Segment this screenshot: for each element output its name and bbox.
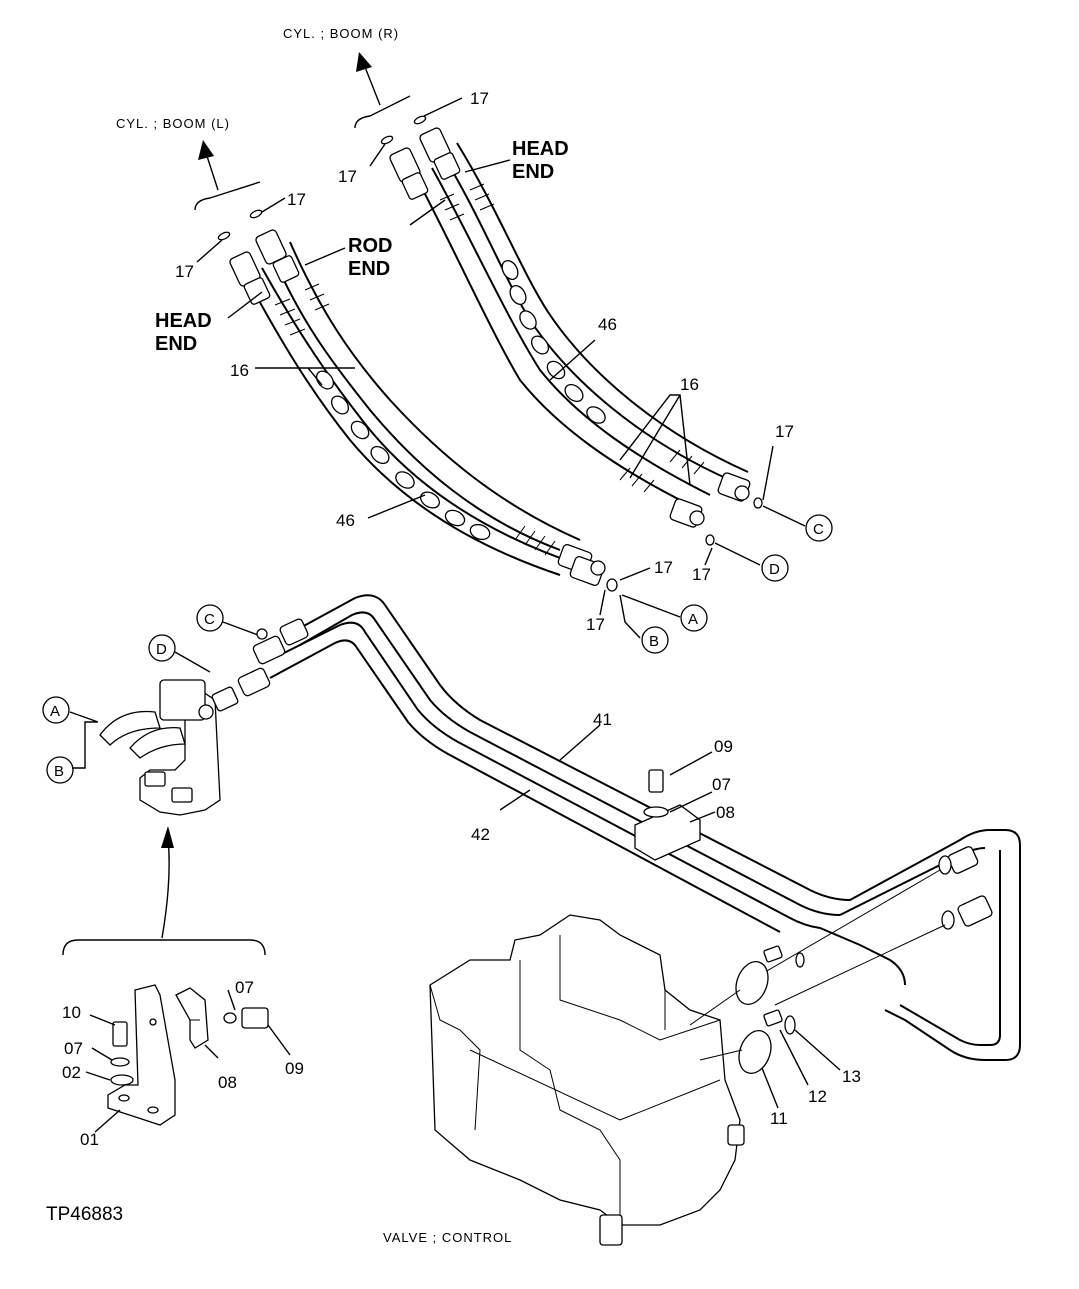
- part-17: 17: [654, 558, 673, 577]
- connector-callouts: [42, 514, 833, 784]
- part-46: 46: [336, 511, 355, 530]
- part-10: 10: [62, 1003, 81, 1022]
- spiral-guard-right: [501, 260, 606, 424]
- head-end-left-1: HEAD: [155, 310, 212, 332]
- connector-b: B: [649, 633, 659, 650]
- line-clamp: [499, 724, 716, 861]
- part-17: 17: [470, 89, 489, 108]
- part-16: 16: [230, 361, 249, 380]
- part-07: 07: [235, 978, 254, 997]
- connector-d: D: [156, 641, 167, 658]
- detail-arrow: [62, 826, 266, 956]
- part-07: 07: [712, 775, 731, 794]
- head-end-right-1: HEAD: [512, 138, 569, 160]
- connector-a: A: [688, 611, 698, 628]
- flanges: [689, 945, 841, 1109]
- left-bracket: [99, 618, 309, 816]
- boom-right-label: CYL. ; BOOM (R): [283, 26, 399, 41]
- figure-code: TP46883: [46, 1204, 123, 1225]
- part-01: 01: [80, 1130, 99, 1149]
- rod-end-2: END: [348, 258, 390, 280]
- connector-a: A: [50, 703, 60, 720]
- right-hose-assembly: [389, 127, 751, 528]
- part-09: 09: [285, 1059, 304, 1078]
- part-08: 08: [218, 1073, 237, 1092]
- rod-end-1: ROD: [348, 235, 392, 257]
- part-08: 08: [716, 803, 735, 822]
- part-41: 41: [593, 710, 612, 729]
- part-17: 17: [338, 167, 357, 186]
- steel-lines: [269, 594, 1021, 1061]
- connector-b: B: [54, 763, 64, 780]
- valve-control-label: VALVE ; CONTROL: [383, 1230, 512, 1245]
- part-07: 07: [64, 1039, 83, 1058]
- control-valve: [429, 914, 745, 1246]
- boom-left-label: CYL. ; BOOM (L): [116, 116, 230, 131]
- part-17: 17: [175, 262, 194, 281]
- part-12: 12: [808, 1087, 827, 1106]
- part-42: 42: [471, 825, 490, 844]
- text-labels: CYL. ; BOOM (R) CYL. ; BOOM (L) VALVE ; …: [46, 26, 861, 1245]
- o-rings-top: [217, 115, 427, 241]
- head-end-right-2: END: [512, 161, 554, 183]
- connector-d: D: [769, 561, 780, 578]
- part-09: 09: [714, 737, 733, 756]
- left-hose-assembly: [229, 229, 606, 586]
- head-end-left-2: END: [155, 333, 197, 355]
- part-17: 17: [586, 615, 605, 634]
- spiral-guard-left: [315, 370, 491, 541]
- detail-view: [85, 984, 291, 1133]
- part-11: 11: [770, 1109, 788, 1128]
- part-13: 13: [842, 1067, 861, 1086]
- part-16: 16: [680, 375, 699, 394]
- part-02: 02: [62, 1063, 81, 1082]
- part-17: 17: [692, 565, 711, 584]
- part-17: 17: [287, 190, 306, 209]
- part-17: 17: [775, 422, 794, 441]
- boom-right-arrow: [354, 52, 411, 129]
- connector-c: C: [813, 521, 824, 538]
- boom-left-arrow: [194, 140, 261, 211]
- connector-c: C: [204, 611, 215, 628]
- part-46: 46: [598, 315, 617, 334]
